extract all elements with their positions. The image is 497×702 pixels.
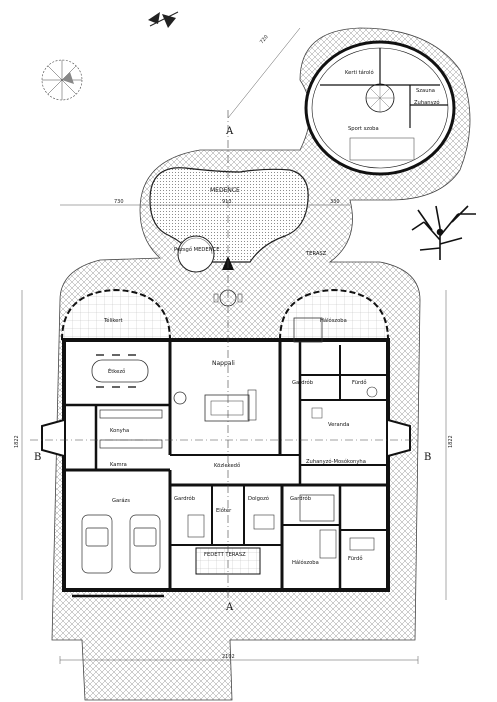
room-szauna: Szauna [416, 88, 435, 94]
sofa-set [204, 394, 250, 422]
tree-icon [411, 205, 476, 260]
dim-left-height: 1822 [14, 435, 20, 448]
room-etkezo: Étkező [108, 367, 125, 375]
room-kamra: Kamra [110, 462, 127, 468]
room-pezsgo-medence: Pezsgő MEDENCE [174, 247, 219, 253]
room-sport-szoba: Sport szoba [348, 126, 379, 132]
dim-pool-mid: 913 [222, 199, 232, 205]
room-haloszoba-1: Hálószoba [320, 317, 347, 324]
section-a-top: A [225, 126, 234, 137]
room-konyha: Konyha [110, 428, 129, 434]
label-fedett-terasz: FEDETT TERASZ [204, 552, 246, 558]
room-furdo-2: Fürdő [348, 556, 363, 562]
haloszoba-dome [279, 288, 389, 341]
room-telikert: Télikert [103, 317, 123, 324]
room-gardrob-3: Gardrób [290, 495, 312, 502]
room-gardrob-2: Gardrób [174, 495, 196, 502]
dim-right-height: 1822 [448, 435, 454, 448]
room-garazs: Garázs [112, 497, 130, 504]
room-zuhanyzo: Zuhanyzó [414, 99, 440, 106]
north-arrow-icon [148, 11, 179, 28]
bay-left [41, 419, 65, 457]
room-medence: MEDENCE [210, 187, 240, 194]
room-eloter: Előtér [216, 507, 232, 514]
dim-pool-left: 730 [114, 199, 124, 205]
sun-diagram-icon [41, 59, 83, 101]
room-zuhanyzo-mosokonyha: Zuhanyzó-Mosókonyha [306, 458, 366, 465]
room-kozlekedo: Közlekedő [214, 463, 240, 469]
room-veranda: Veranda [328, 422, 349, 428]
room-haloszoba-2: Hálószoba [292, 559, 319, 566]
section-b-right: B [424, 452, 431, 463]
bay-right [387, 419, 411, 457]
bed-1 [293, 317, 323, 343]
telikert-dome [61, 288, 171, 341]
room-dolgozo: Dolgozó [248, 495, 269, 502]
car-icon [81, 514, 161, 574]
section-a-bottom: A [225, 602, 234, 613]
dim-pool-right: 330 [330, 199, 340, 205]
dim-top-diag: 720 [259, 34, 270, 45]
section-b-left: B [34, 452, 41, 463]
room-kerti-tarolo: Kerti tároló [345, 69, 374, 76]
jacuzzi [177, 235, 215, 273]
room-furdo-1: Fürdő [352, 380, 367, 386]
label-terasz: TERASZ [305, 251, 327, 257]
room-nappali: Nappali [212, 360, 235, 367]
dining-table [91, 359, 149, 383]
dim-bottom-width: 2102 [222, 654, 235, 660]
bed-2 [299, 494, 335, 522]
room-gardrob-1: Gardrób [292, 379, 314, 386]
